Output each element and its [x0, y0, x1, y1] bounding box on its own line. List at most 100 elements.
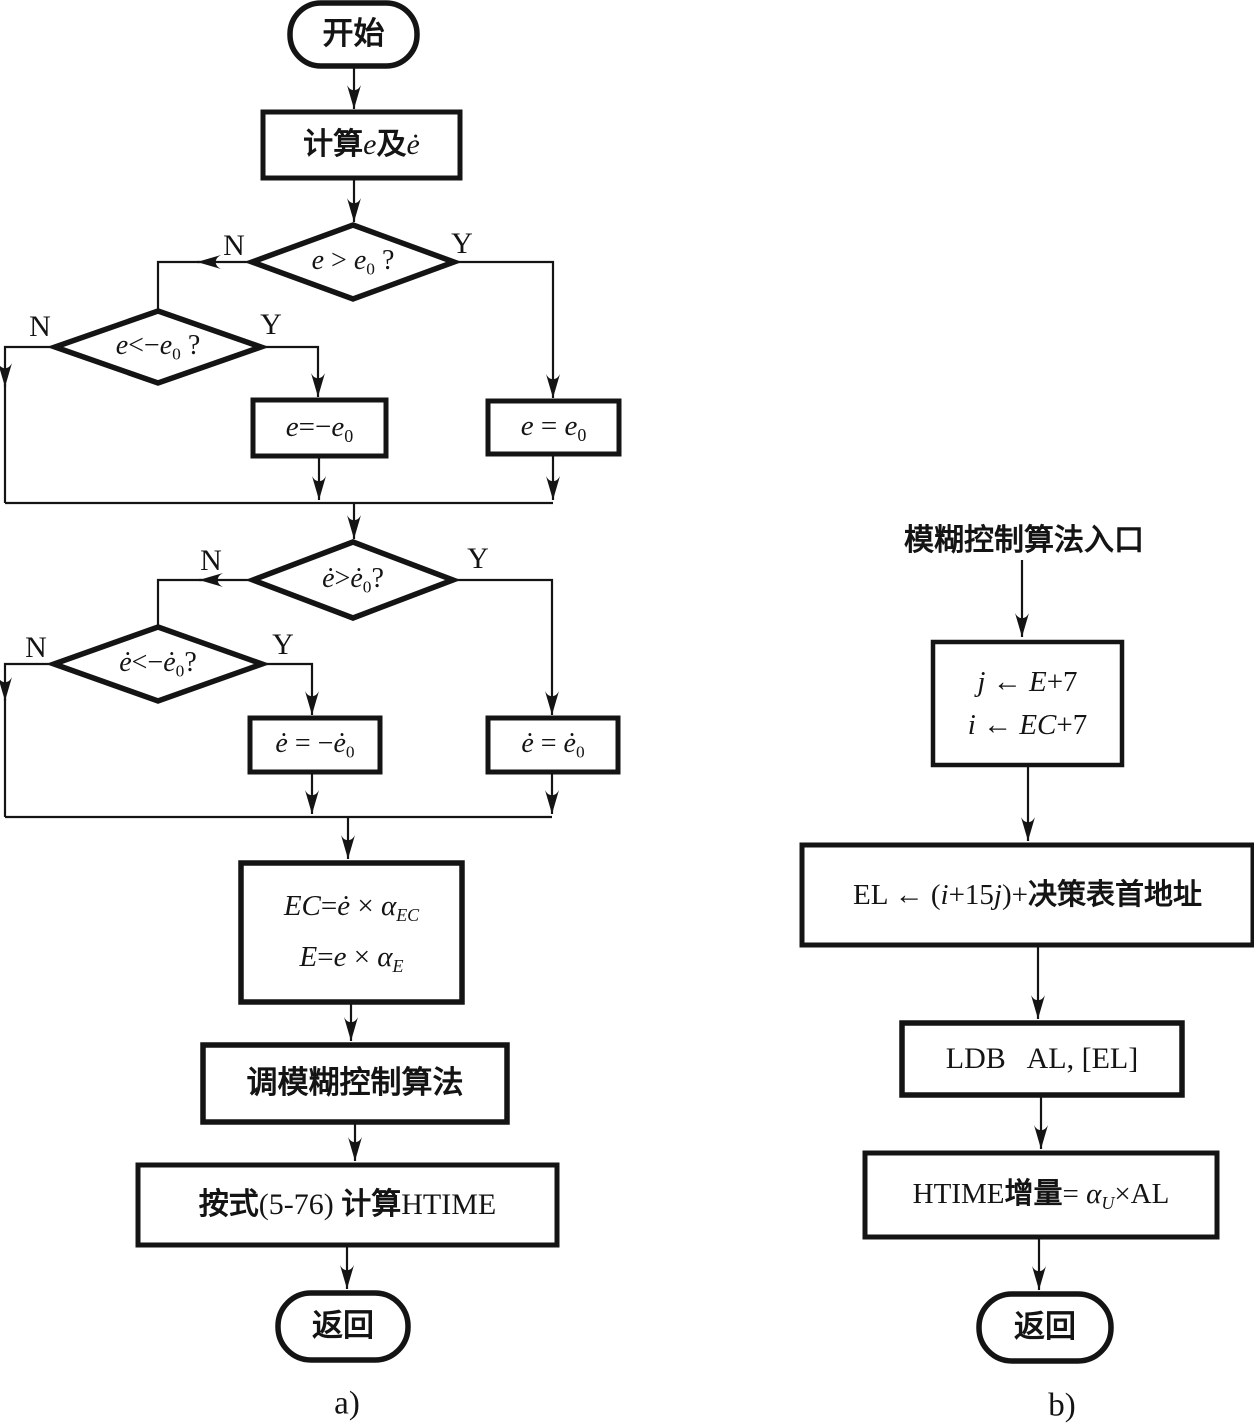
- decision-e-gt-shape: [244, 222, 462, 302]
- process-load-shape: [899, 1020, 1185, 1098]
- text-segment: ė: [563, 728, 576, 759]
- text-line: i ← EC+7: [968, 709, 1087, 741]
- process-htime-inc-shape: [862, 1150, 1220, 1240]
- text-segment: = −: [287, 728, 334, 759]
- text-segment: =: [1062, 1177, 1087, 1210]
- text-segment: +15: [948, 878, 994, 911]
- text-segment: 返回: [1014, 1309, 1076, 1345]
- text-segment: e: [363, 128, 377, 162]
- branch-label-y-d1: Y: [451, 227, 473, 260]
- text-segment: ←: [985, 666, 1029, 699]
- text-line: 返回: [312, 1308, 374, 1344]
- line-d2-yes: [261, 345, 325, 397]
- text-segment: e: [353, 245, 367, 276]
- process-init-shape: [930, 639, 1125, 768]
- process-calc-htime-shape: [135, 1162, 560, 1248]
- node-shapes-a: [45, 0, 622, 1363]
- process-load: LDB AL, [EL]: [902, 1023, 1182, 1095]
- text-segment: j: [977, 666, 986, 699]
- text-segment: EC: [283, 889, 321, 922]
- process-edot-neg-shape: [247, 715, 383, 775]
- text-line: 返回: [1014, 1309, 1076, 1345]
- text-segment: ė: [275, 728, 288, 759]
- text-line: 调模糊控制算法: [247, 1065, 464, 1101]
- text-segment: +7: [1046, 666, 1078, 699]
- text-segment: α: [380, 889, 397, 922]
- text-segment: i: [967, 708, 976, 741]
- text-segment: e: [331, 410, 345, 443]
- text-segment: E: [299, 940, 318, 973]
- process-e-neg-shape: [250, 397, 389, 459]
- text-subscript: 0: [175, 661, 185, 681]
- text-segment: ×: [350, 889, 381, 922]
- process-htime-inc: HTIME增量= αU×AL: [865, 1153, 1217, 1237]
- text-subscript: 0: [577, 424, 587, 445]
- text-line: 开始: [322, 16, 385, 52]
- terminal-start: 开始: [290, 3, 417, 66]
- text-line: LDB AL, [EL]: [946, 1042, 1138, 1076]
- terminal-start-shape: [287, 0, 420, 69]
- process-compute: 计算e及ė: [263, 112, 460, 178]
- caption-b: b): [1048, 1387, 1076, 1423]
- process-init: j ← E+7 i ← EC+7: [933, 642, 1122, 765]
- decision-e-lt: e<−e0 ?: [58, 325, 258, 369]
- text-segment: α: [1086, 1177, 1102, 1210]
- text-segment: E: [1028, 666, 1047, 699]
- process-e-pos: e = e0: [488, 401, 619, 454]
- node-shapes-b: [799, 639, 1254, 1364]
- text-segment: ė: [119, 647, 132, 678]
- text-segment: e: [311, 245, 325, 276]
- decision-e-lt-shape: [46, 308, 270, 386]
- text-segment: e: [564, 410, 578, 443]
- process-addr: EL ← (i+15j)+决策表首地址: [802, 845, 1253, 945]
- text-segment: (5-76): [258, 1188, 342, 1222]
- text-segment: =: [533, 728, 564, 759]
- text-segment: 返回: [312, 1308, 374, 1344]
- text-segment: ?: [374, 245, 395, 276]
- text-subscript: EC: [396, 904, 420, 925]
- terminal-return-a: 返回: [278, 1293, 408, 1360]
- line-d1-no: [156, 260, 252, 309]
- text-segment: EL ← (: [852, 878, 941, 911]
- text-segment: ė: [406, 128, 420, 162]
- text-segment: ×: [346, 940, 378, 973]
- process-edot-pos-shape: [485, 715, 621, 775]
- decision-edot-lt: ė<−ė0?: [58, 642, 258, 686]
- text-segment: ė: [322, 563, 335, 594]
- text-segment: EC: [1019, 708, 1057, 741]
- connector-lines-a: [0, 66, 560, 1289]
- line-d4-no: [3, 662, 54, 817]
- text-segment: =: [317, 940, 334, 973]
- line-d3-yes: [453, 578, 559, 715]
- text-segment: +7: [1056, 708, 1088, 741]
- text-line: e=−e0: [286, 411, 353, 446]
- terminal-return-a-shape: [275, 1290, 411, 1363]
- text-segment: α: [377, 940, 393, 973]
- decision-edot-gt-shape: [245, 539, 461, 621]
- text-line: HTIME增量= αU×AL: [913, 1178, 1170, 1213]
- process-call-fuzzy: 调模糊控制算法: [203, 1045, 507, 1122]
- branch-label-n-d3: N: [200, 544, 222, 577]
- branch-label-n-d2: N: [29, 310, 51, 343]
- branch-label-y-d4: Y: [272, 628, 294, 661]
- decision-edot-gt: ė>ė0?: [253, 558, 453, 602]
- process-call-fuzzy-shape: [200, 1042, 510, 1125]
- text-segment: 计算: [303, 128, 364, 162]
- text-subscript: 0: [366, 259, 375, 279]
- branch-label-y-d2: Y: [260, 308, 282, 341]
- text-segment: 开始: [322, 16, 385, 52]
- text-segment: e: [333, 940, 347, 973]
- text-segment: <−: [128, 330, 160, 361]
- connector-lines-b: [1015, 560, 1048, 1290]
- text-segment: 决策表首地址: [1028, 878, 1203, 911]
- process-edot-pos: ė = ė0: [488, 718, 618, 772]
- line-d4-yes: [262, 662, 319, 715]
- text-subscript: 0: [575, 742, 585, 762]
- text-segment: 按式: [198, 1188, 259, 1222]
- text-segment: ×AL: [1114, 1177, 1170, 1210]
- text-segment: ė: [350, 563, 363, 594]
- caption-a: a): [334, 1385, 360, 1422]
- text-line: j ← E+7: [977, 666, 1077, 698]
- text-segment: 增量: [1004, 1177, 1063, 1210]
